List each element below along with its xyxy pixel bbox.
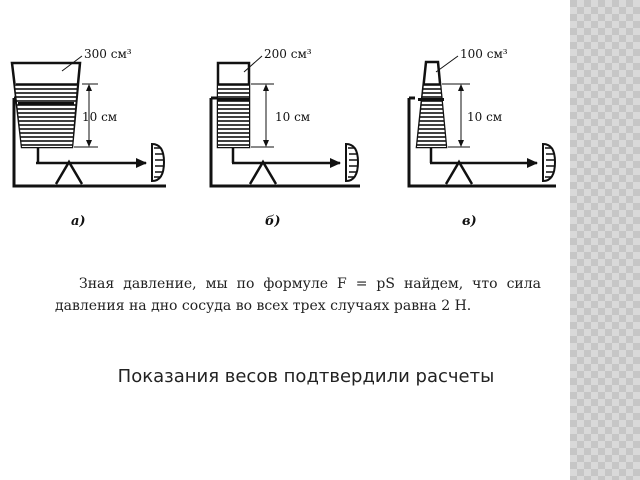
- scale-dial-a: [151, 142, 166, 183]
- liquid-b: [218, 84, 249, 147]
- explanation-paragraph: Зная давление, мы по формуле F = pS найд…: [55, 276, 541, 314]
- caption-c: в): [462, 214, 477, 229]
- fulcrum-b: [248, 159, 278, 185]
- caption-a: а): [71, 214, 86, 229]
- height-label-c: 10 см: [467, 110, 502, 124]
- volume-label-c: 100 см³: [460, 47, 508, 61]
- lever-arrow-c: [527, 158, 538, 168]
- panel-c: 100 см³ 10 см в): [407, 47, 557, 229]
- frame-c: [407, 98, 556, 188]
- liquid-a: [15, 84, 77, 147]
- frame-a: [12, 98, 166, 188]
- lever-arrow-b: [330, 158, 341, 168]
- frame-b: [209, 98, 360, 188]
- caption-b: б): [265, 214, 281, 229]
- scale-dial-b: [345, 142, 360, 183]
- conclusion-text: Показания весов подтвердили расчеты: [117, 366, 495, 387]
- decorative-side-panel: [570, 0, 640, 480]
- lever-arrow-a: [136, 158, 147, 168]
- pressure-vessels-diagram: 300 см³ 10 см а): [10, 47, 557, 229]
- height-label-b: 10 см: [275, 110, 310, 124]
- volume-label-a: 300 см³: [84, 47, 132, 61]
- volume-label-b: 200 см³: [264, 47, 312, 61]
- scale-dial-c: [542, 142, 557, 183]
- height-label-a: 10 см: [82, 110, 117, 124]
- slide: 300 см³ 10 см а): [10, 47, 557, 387]
- panel-b: 200 см³ 10 см б): [209, 47, 360, 229]
- fulcrum-a: [54, 159, 84, 185]
- panel-a: 300 см³ 10 см а): [10, 47, 166, 229]
- fulcrum-c: [444, 159, 474, 185]
